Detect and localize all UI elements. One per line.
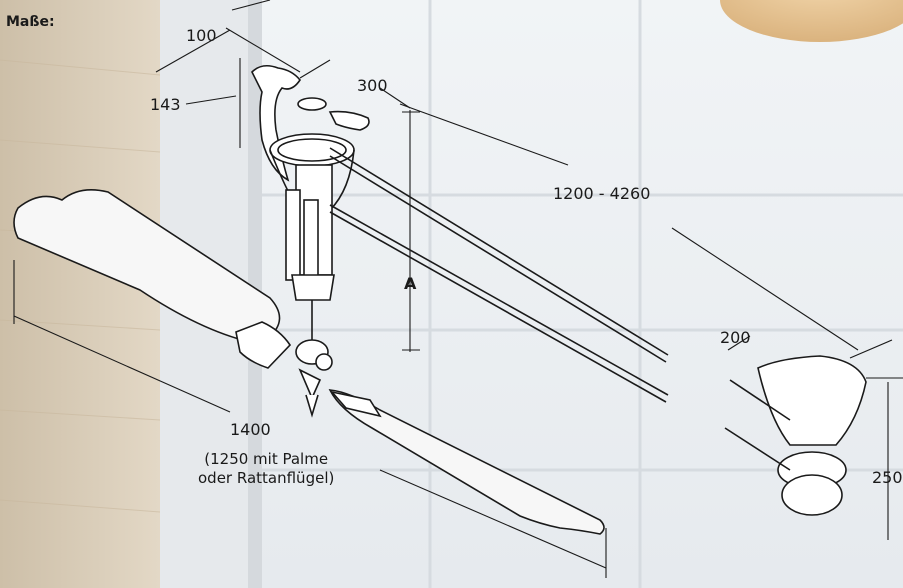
fan-drawing [13,64,867,535]
dimension-143: 143 [150,95,181,114]
dimension-100: 100 [186,26,217,45]
blade-note-line2: oder Rattanflügel) [198,469,335,487]
ceiling-mount [251,64,301,182]
dimension-250: 250 [872,468,903,487]
dimension-1400: 1400 [230,420,271,439]
dimensions-title: Maße: [6,14,55,30]
blade-note-line1: (1250 mit Palme [204,450,329,468]
wood-wall [0,0,160,588]
dimension-lines [13,0,903,578]
dimension-A: A [404,274,417,293]
wooden-ceiling-element [720,0,903,42]
dimension-rod-length: 1200 - 4260 [553,184,651,203]
fan-housing-right [757,355,867,446]
dimension-200: 200 [720,328,751,347]
blade-note: (1250 mit Palme oder Rattanflügel) [198,450,334,488]
window-frame [250,0,903,588]
dimension-300: 300 [357,76,388,95]
fan-blade-right [328,389,605,535]
